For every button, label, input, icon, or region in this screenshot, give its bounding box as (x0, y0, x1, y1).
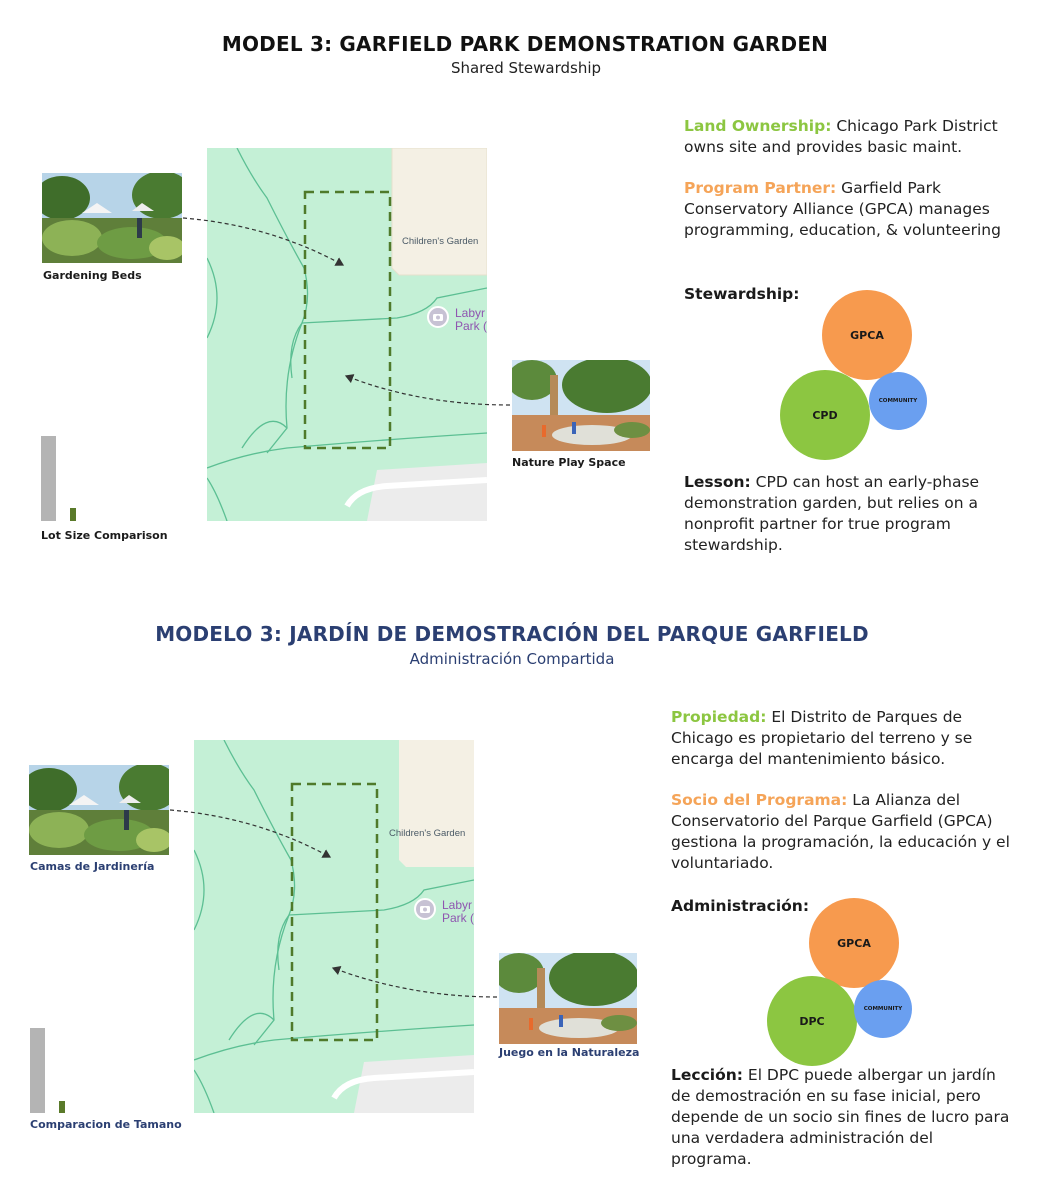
camera-pin-icon[interactable] (414, 898, 436, 920)
cpd-circle: CPD (780, 370, 870, 460)
stewardship-label-es: Administración: (671, 897, 810, 915)
gpca-circle: GPCA (822, 290, 912, 380)
program-partner-block: Program Partner: Garfield Park Conservat… (684, 178, 1034, 241)
lot-size-bar-large-es (30, 1028, 45, 1113)
gardening-beds-photo (42, 173, 182, 263)
page-subtitle-es: Administración Compartida (409, 650, 615, 668)
gpca-circle-es: GPCA (809, 898, 899, 988)
nature-play-photo (512, 360, 650, 451)
page-title-es: MODELO 3: JARDÍN DE DEMOSTRACIÓN DEL PAR… (155, 622, 869, 646)
land-ownership-text-es: El Distrito de Parques de Chicago es pro… (671, 708, 973, 768)
english-section: MODEL 3: GARFIELD PARK DEMONSTRATION GAR… (0, 0, 1052, 590)
land-ownership-text: Chicago Park District owns site and prov… (684, 117, 998, 156)
land-ownership-label-es: Propiedad: (671, 708, 767, 726)
site-map: Children's Garden Labyr Park ( (207, 148, 487, 521)
page-title: MODEL 3: GARFIELD PARK DEMONSTRATION GAR… (221, 32, 829, 56)
lesson-label-es: Lección: (671, 1066, 743, 1084)
map-poi-label-es[interactable]: Labyr Park ( (442, 899, 474, 925)
map-poi-label[interactable]: Labyr Park ( (455, 307, 487, 333)
camera-pin-icon[interactable] (427, 306, 449, 328)
photo-caption-gardening-es: Camas de Jardinería (30, 860, 155, 873)
program-partner-label-es: Socio del Programa: (671, 791, 848, 809)
program-partner-text-es: La Alianza del Conservatorio del Parque … (671, 791, 1010, 872)
lesson-label: Lesson: (684, 473, 751, 491)
lot-size-bar-small (70, 508, 76, 521)
land-ownership-label: Land Ownership: (684, 117, 832, 135)
lot-size-label-es: Comparacion de Tamano (30, 1118, 182, 1131)
childrens-garden-label: Children's Garden (402, 236, 479, 247)
program-partner-label: Program Partner: (684, 179, 837, 197)
map-poi-line-2-es: Park ( (442, 911, 474, 925)
map-poi-line-2: Park ( (455, 319, 487, 333)
lot-size-bar-large (41, 436, 56, 521)
program-partner-block-es: Socio del Programa: La Alianza del Conse… (671, 790, 1016, 874)
lesson-text-es: El DPC puede albergar un jardín de demos… (671, 1066, 1010, 1168)
spanish-section: MODELO 3: JARDÍN DE DEMOSTRACIÓN DEL PAR… (0, 592, 1052, 1203)
lot-size-label: Lot Size Comparison (41, 529, 168, 542)
community-circle: COMMUNITY (869, 372, 927, 430)
page-subtitle: Shared Stewardship (450, 59, 602, 77)
lesson-block: Lesson: CPD can host an early-phase demo… (684, 472, 1034, 556)
photo-caption-nature-play: Nature Play Space (512, 456, 626, 469)
land-ownership-block: Land Ownership: Chicago Park District ow… (684, 116, 1034, 158)
stewardship-label: Stewardship: (684, 285, 800, 303)
map-poi-line-1-es: Labyr (442, 898, 473, 912)
site-map-es: Children's Garden Labyr Park ( (194, 740, 474, 1113)
lesson-text: CPD can host an early-phase demonstratio… (684, 473, 980, 554)
photo-caption-nature-play-es: Juego en la Naturaleza (499, 1046, 640, 1059)
community-circle-es: COMMUNITY (854, 980, 912, 1038)
nature-play-photo-es (499, 953, 637, 1044)
land-ownership-block-es: Propiedad: El Distrito de Parques de Chi… (671, 707, 1016, 770)
program-partner-text: Garfield Park Conservatory Alliance (GPC… (684, 179, 1001, 239)
lot-size-bar-small-es (59, 1101, 65, 1113)
map-poi-line-1: Labyr (455, 306, 486, 320)
gardening-beds-photo-es (29, 765, 169, 855)
photo-caption-gardening: Gardening Beds (43, 269, 142, 282)
childrens-garden-label-es: Children's Garden (389, 828, 466, 839)
dpc-circle: DPC (767, 976, 857, 1066)
lesson-block-es: Lección: El DPC puede albergar un jardín… (671, 1065, 1016, 1170)
